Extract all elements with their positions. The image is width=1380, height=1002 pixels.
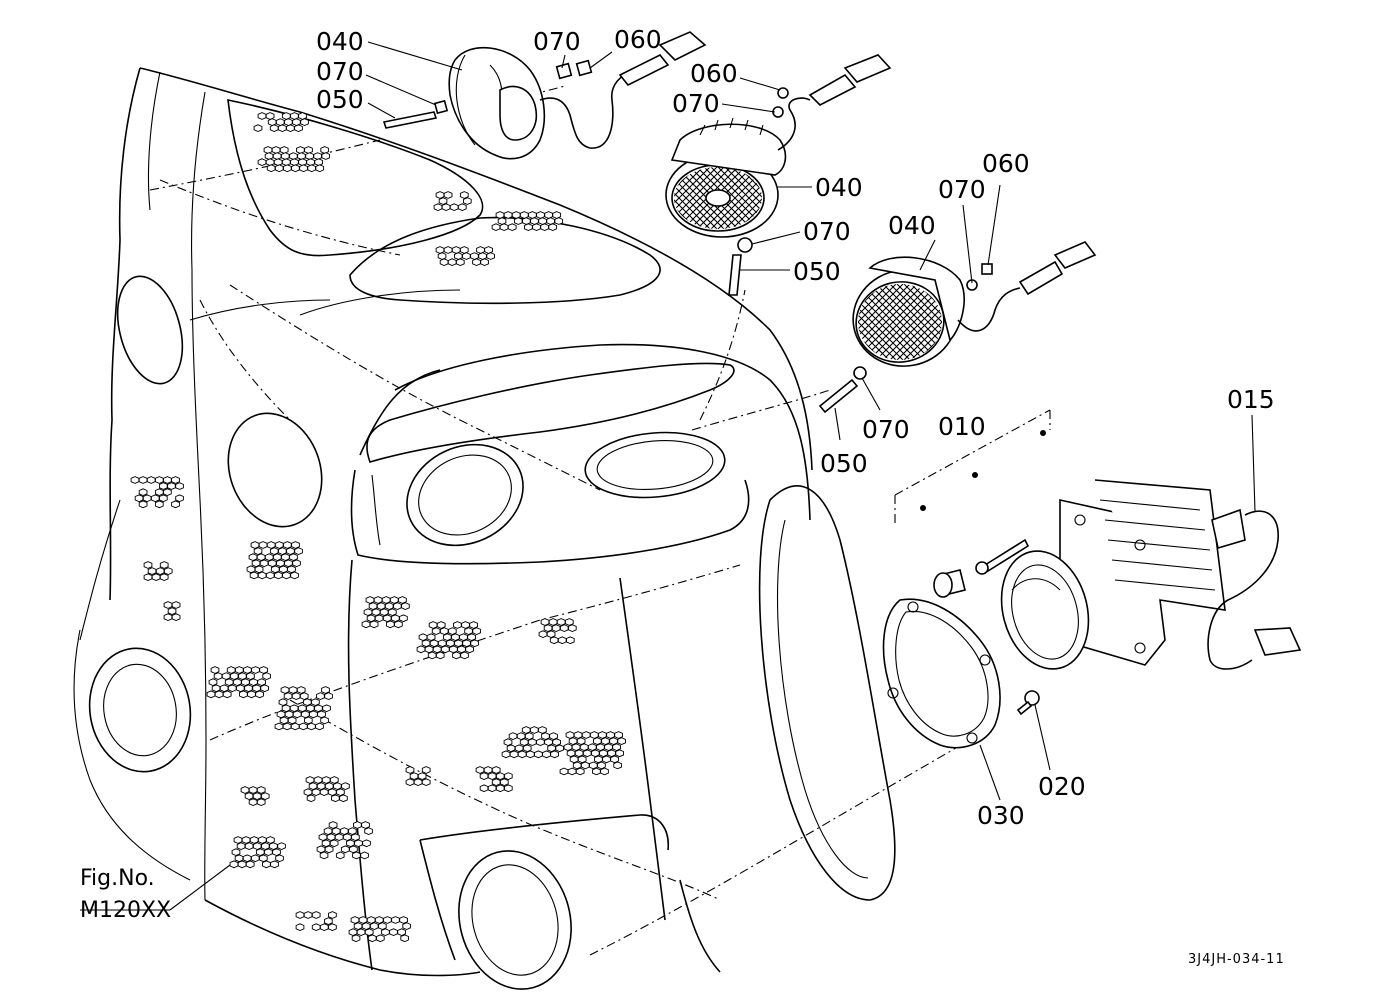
callout-070-top-left: 070 xyxy=(316,57,364,86)
hex-cluster xyxy=(274,686,333,731)
perforation-patterns xyxy=(130,112,626,943)
drawing-code: 3J4JH-034-11 xyxy=(1188,952,1285,967)
hex-cluster xyxy=(316,821,373,860)
hex-cluster xyxy=(475,766,513,793)
callout-070-lower-right: 070 xyxy=(938,175,986,204)
callout-050-middle: 050 xyxy=(793,257,841,286)
hex-cluster xyxy=(435,246,495,266)
tractor-hood xyxy=(73,67,896,990)
hex-cluster xyxy=(559,731,626,776)
figure-info: Fig.No. M120XX 3J4JH-034-11 xyxy=(80,866,1285,967)
work-lamp-middle xyxy=(665,54,892,296)
work-lamp-top xyxy=(382,31,707,160)
work-lamp-lower xyxy=(818,241,1097,414)
callout-040-middle: 040 xyxy=(815,173,863,202)
callout-070-lower-left: 070 xyxy=(862,415,910,444)
hex-cluster xyxy=(361,596,410,629)
hex-cluster xyxy=(405,766,431,786)
callout-050-lower: 050 xyxy=(820,449,868,478)
hex-cluster xyxy=(257,146,331,173)
callout-070-middle-bottom: 070 xyxy=(803,217,851,246)
hex-cluster xyxy=(348,916,411,943)
hex-cluster xyxy=(538,618,577,645)
hex-cluster xyxy=(246,541,303,580)
hex-cluster xyxy=(253,112,309,132)
callout-020: 020 xyxy=(1038,772,1086,801)
leader-lines xyxy=(80,41,1256,911)
callout-010: 010 xyxy=(938,412,986,441)
model-number: M120XX xyxy=(80,898,171,923)
hex-cluster xyxy=(130,476,184,509)
callout-060-top: 060 xyxy=(614,25,662,54)
hex-cluster xyxy=(303,776,350,803)
hex-cluster xyxy=(491,211,564,231)
callout-015: 015 xyxy=(1227,385,1275,414)
callout-labels: 040 070 060 070 050 060 070 040 070 050 … xyxy=(316,25,1275,830)
hex-cluster xyxy=(240,786,270,806)
callout-070-top-right: 070 xyxy=(533,27,581,56)
fig-no-label: Fig.No. xyxy=(80,866,155,891)
callout-040-lower: 040 xyxy=(888,211,936,240)
hex-cluster xyxy=(501,726,564,759)
callout-060-middle: 060 xyxy=(690,59,738,88)
callout-050-top: 050 xyxy=(316,85,364,114)
hex-cluster xyxy=(206,666,271,699)
hex-cluster xyxy=(433,191,472,211)
callout-040-top: 040 xyxy=(316,27,364,56)
callout-030: 030 xyxy=(977,801,1025,830)
callout-070-middle-top: 070 xyxy=(672,89,720,118)
hex-cluster xyxy=(229,836,286,869)
headlamp-assembly xyxy=(882,430,1302,749)
hex-cluster xyxy=(163,601,181,621)
callout-060-lower: 060 xyxy=(982,149,1030,178)
hex-cluster xyxy=(416,621,481,660)
hex-cluster xyxy=(295,911,337,931)
hex-cluster xyxy=(143,561,173,581)
